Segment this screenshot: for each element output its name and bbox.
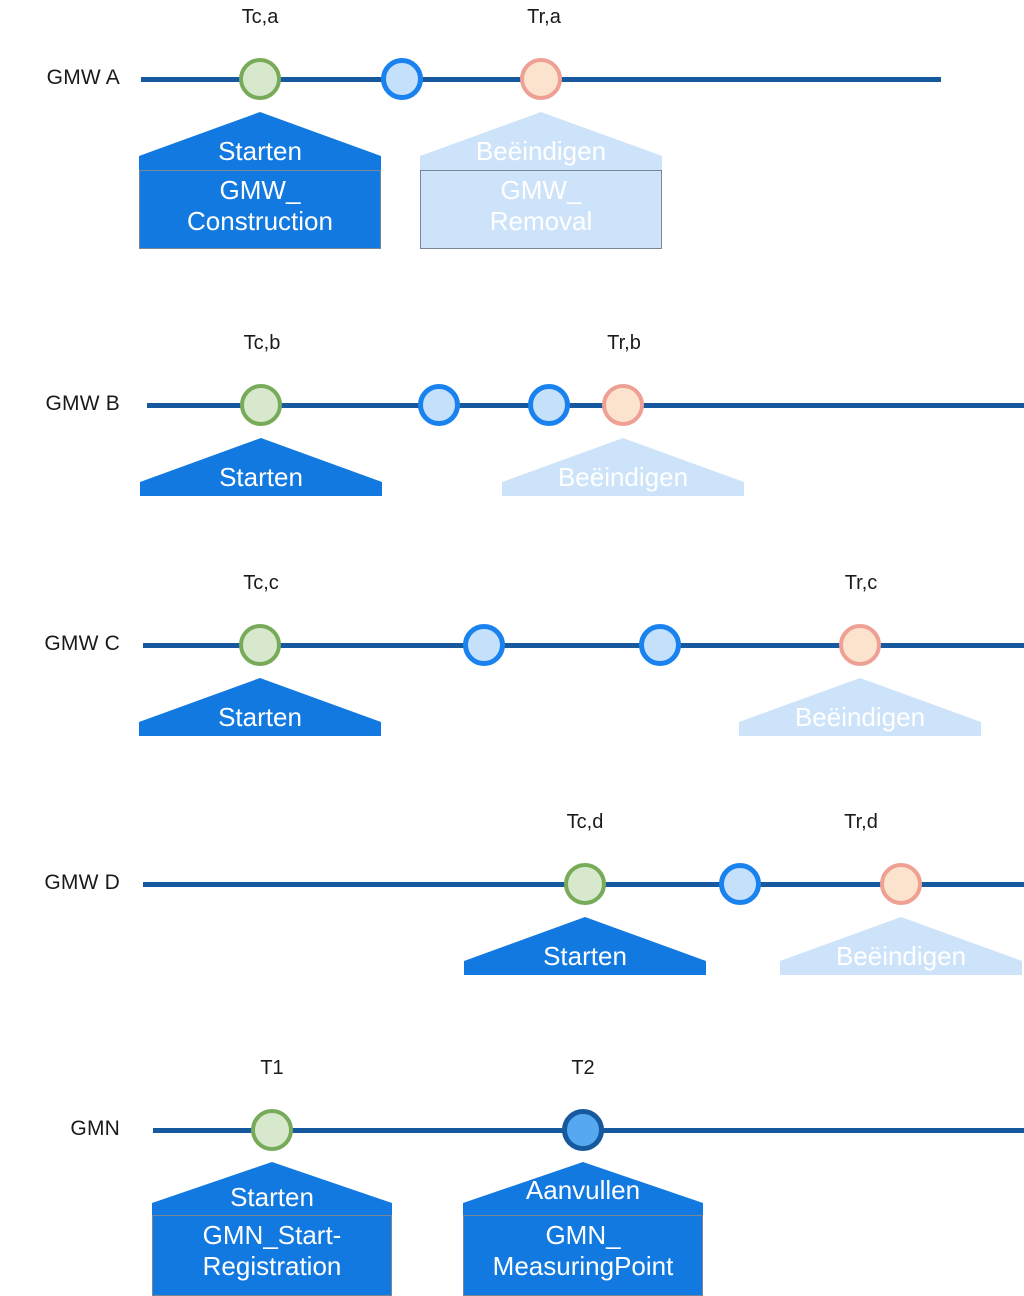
timeline-row-gmw-a: GMW A Tc,a Tr,a Starten GMW_ Constructio…: [0, 0, 1024, 270]
callout-starten-gmw-c[interactable]: Starten: [139, 678, 381, 736]
callout-roof: [152, 1162, 392, 1215]
row-label-gmw-c: GMW C: [44, 632, 120, 655]
callout-roof-label: Starten: [230, 1182, 314, 1212]
node-intermediate-1-gmw-c[interactable]: [463, 624, 505, 666]
callout-body-label: GMW_ Removal: [489, 175, 593, 236]
node-construction-gmw-b[interactable]: [240, 384, 282, 426]
node-intermediate-2-gmw-c[interactable]: [639, 624, 681, 666]
callout-body: [420, 170, 662, 249]
node-intermediate-1-gmw-a[interactable]: [381, 58, 423, 100]
axis-line-gmw-c: [143, 643, 1024, 648]
callout-roof: [140, 438, 382, 496]
axis-line-gmw-b: [147, 403, 1024, 408]
callout-roof-label: Starten: [219, 462, 303, 492]
node-construction-gmw-a[interactable]: [239, 58, 281, 100]
callout-body-label: GMW_ Construction: [187, 175, 333, 236]
tick-label-tc-d: Tc,d: [566, 811, 604, 833]
tick-label-tr-d: Tr,d: [844, 811, 878, 833]
callout-roof-label: Beëindigen: [475, 136, 607, 166]
callout-beeindigen-gmw-removal[interactable]: Beëindigen GMW_ Removal: [420, 112, 662, 249]
callout-roof-label: Beëindigen: [835, 941, 967, 971]
timeline-row-gmw-d: GMW D Tc,d Tr,d Starten Beëindigen: [0, 805, 1024, 995]
callout-roof: [463, 1162, 703, 1215]
node-construction-gmw-c[interactable]: [239, 624, 281, 666]
tick-label-t1: T1: [260, 1057, 284, 1079]
node-construction-gmw-d[interactable]: [564, 863, 606, 905]
node-intermediate-1-gmw-d[interactable]: [719, 863, 761, 905]
timeline-row-gmw-c: GMW C Tc,c Tr,c Starten Beëindigen: [0, 563, 1024, 753]
callout-beeindigen-gmw-c[interactable]: Beëindigen: [739, 678, 981, 736]
tick-label-t2: T2: [571, 1057, 595, 1079]
callout-roof: [739, 678, 981, 736]
tick-label-tr-a: Tr,a: [527, 6, 561, 28]
callout-starten-gmw-b[interactable]: Starten: [140, 438, 382, 496]
callout-body: [139, 170, 381, 249]
node-removal-gmw-c[interactable]: [839, 624, 881, 666]
node-intermediate-1-gmw-b[interactable]: [418, 384, 460, 426]
callout-roof-label: Beëindigen: [794, 702, 926, 732]
callout-starten-gmw-d[interactable]: Starten: [464, 917, 706, 975]
row-label-gmw-a: GMW A: [46, 66, 120, 89]
callout-beeindigen-gmw-d[interactable]: Beëindigen: [780, 917, 1022, 975]
row-label-gmw-d: GMW D: [44, 871, 120, 894]
tick-label-tc-c: Tc,c: [243, 572, 279, 594]
callout-roof-label: Beëindigen: [557, 462, 689, 492]
callout-roof: [502, 438, 744, 496]
row-label-gmn: GMN: [70, 1117, 120, 1140]
callout-body-label: GMN_Start- Registration: [202, 1220, 342, 1281]
node-removal-gmw-a[interactable]: [520, 58, 562, 100]
callout-starten-gmn-startregistration[interactable]: Starten GMN_Start- Registration: [152, 1162, 392, 1296]
callout-roof-label: Aanvullen: [525, 1175, 641, 1205]
node-removal-gmw-d[interactable]: [880, 863, 922, 905]
callout-roof: [139, 112, 381, 170]
callout-body-label: GMN_ MeasuringPoint: [492, 1220, 674, 1281]
row-label-gmw-b: GMW B: [45, 392, 120, 415]
callout-roof: [780, 917, 1022, 975]
timeline-row-gmn: GMN T1 T2 Starten GMN_Start- Registratio…: [0, 1038, 1024, 1296]
node-intermediate-2-gmw-b[interactable]: [528, 384, 570, 426]
callout-starten-gmw-construction[interactable]: Starten GMW_ Construction: [139, 112, 381, 249]
node-measuring-point-gmn[interactable]: [562, 1109, 604, 1151]
callout-beeindigen-gmw-b[interactable]: Beëindigen: [502, 438, 744, 496]
callout-roof-label: Starten: [218, 702, 302, 732]
tick-label-tr-c: Tr,c: [844, 572, 878, 594]
timeline-row-gmw-b: GMW B Tc,b Tr,b Starten Beëindigen: [0, 325, 1024, 515]
callout-roof: [139, 678, 381, 736]
tick-label-tc-a: Tc,a: [241, 6, 279, 28]
callout-aanvullen-gmn-measuringpoint[interactable]: Aanvullen ... GMN_ MeasuringPoint: [463, 1162, 703, 1296]
tick-label-tc-b: Tc,b: [243, 332, 281, 354]
tick-label-tr-b: Tr,b: [607, 332, 641, 354]
node-removal-gmw-b[interactable]: [602, 384, 644, 426]
node-start-registration-gmn[interactable]: [251, 1109, 293, 1151]
callout-roof-label: Starten: [218, 136, 302, 166]
callout-roof: [464, 917, 706, 975]
callout-roof: [420, 112, 662, 170]
callout-roof-label: Starten: [543, 941, 627, 971]
